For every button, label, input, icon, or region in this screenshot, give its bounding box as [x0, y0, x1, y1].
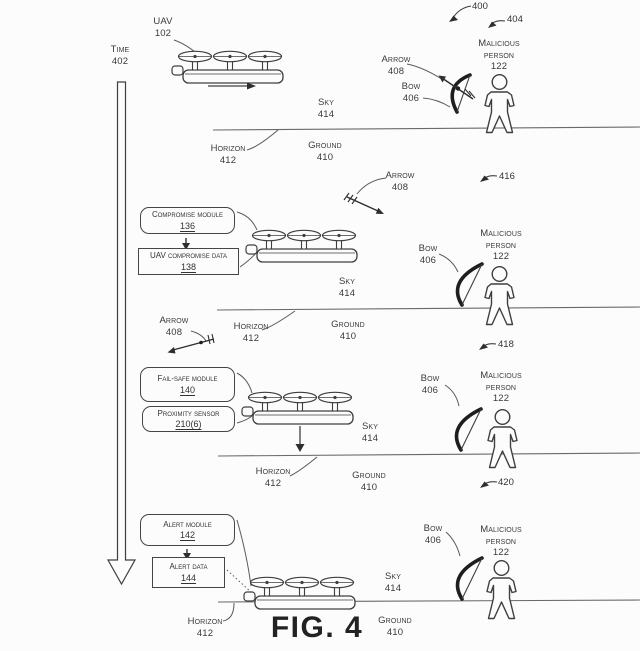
bow-icon-1	[450, 73, 472, 114]
proximity-sensor-box: Proximity sensor 210(6)	[142, 406, 235, 432]
bow-icon-2	[455, 262, 484, 307]
figure-caption: FIG. 4	[270, 611, 364, 644]
time-axis-arrow	[106, 81, 137, 586]
horizon-line-3	[217, 452, 640, 457]
panel1-ref: 404	[507, 14, 523, 25]
person-icon-1	[484, 73, 515, 134]
alert-module-leader	[236, 519, 252, 587]
uav-compromise-data-box: UAV compromise data 138	[138, 248, 239, 275]
compromise-module-leader	[236, 211, 258, 231]
drone-icon-2	[245, 229, 358, 263]
horizon-leader-2	[261, 310, 296, 331]
panel3-ref: 418	[498, 339, 514, 350]
box-connector-arrows	[182, 238, 191, 560]
bow-icon-3	[454, 407, 483, 452]
horizon-leader-4	[222, 602, 235, 622]
motion-arrow	[208, 82, 256, 90]
bow-label-leader-2	[438, 253, 459, 273]
horizon-leader-3	[289, 456, 318, 477]
fallen-arrow-icon	[167, 333, 215, 354]
fail-safe-leader	[236, 372, 253, 394]
figure-ref: 400	[472, 1, 488, 12]
nocked-arrow-icon	[438, 75, 476, 100]
horizon-leader-1	[246, 129, 279, 151]
bow-icon-4	[455, 556, 484, 601]
alert-module-box: Alert module 142	[140, 514, 235, 546]
alert-data-leader	[226, 569, 253, 594]
drone-icon-1	[171, 50, 284, 84]
person-icon-4	[486, 560, 517, 620]
horizon-line-2	[216, 306, 640, 311]
arrow-label-leader-1	[406, 63, 441, 79]
drone-icon-4	[243, 576, 356, 610]
arrow-label-leader-2	[356, 177, 387, 195]
fail-safe-module-box: Fail-safe module 140	[140, 367, 235, 402]
bow-label-leader-1	[422, 97, 451, 108]
ref-pointer-arrows	[449, 5, 506, 488]
arrow-label-leader-3	[190, 330, 207, 342]
drone-icon-3	[241, 391, 354, 425]
person-icon-3	[487, 409, 518, 469]
horizon-line-1	[212, 126, 640, 131]
panel2-ref: 416	[499, 171, 515, 182]
bow-label-leader-3	[444, 384, 460, 407]
flying-arrow-icon	[343, 192, 384, 214]
compromise-module-box: Compromise module 136	[140, 207, 235, 234]
bow-label-leader-4	[445, 531, 461, 557]
person-icon-2	[484, 266, 515, 326]
descent-arrow	[295, 426, 305, 452]
alert-data-box: Alert data 144	[152, 557, 225, 588]
leader-lines	[173, 39, 461, 622]
panel4-ref: 420	[498, 477, 514, 488]
ref-arrow-400	[452, 5, 472, 19]
